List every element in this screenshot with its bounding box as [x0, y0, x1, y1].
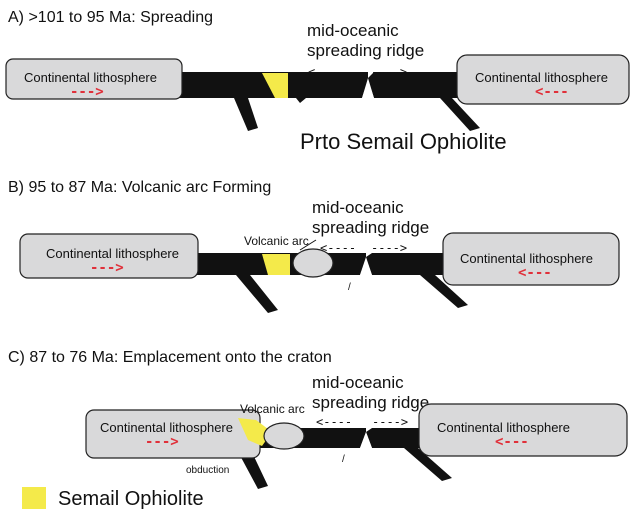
legend-ophiolite-swatch [22, 487, 46, 509]
panel-b-ridge-arrow-left: <---- [320, 241, 356, 255]
panel-c-right-continent [418, 403, 628, 457]
panel-b-ridge-notch [360, 258, 372, 275]
panel-b-right-motion-arrow: <--- [518, 265, 552, 281]
panel-b: B) 95 to 87 Ma: Volcanic arc Forming mid… [8, 179, 620, 313]
panel-a-right-oceanic-plate [368, 72, 480, 131]
panel-a-proto-ophiolite-label: Prto Semail Ophiolite [300, 129, 507, 154]
panel-c-right-oceanic-plate [366, 428, 452, 481]
panel-a-left-continent [5, 58, 183, 100]
panel-c-right-continent-label: Continental lithosphere [437, 420, 570, 435]
panel-b-left-continent-label: Continental lithosphere [46, 246, 179, 261]
panel-a: A) >101 to 95 Ma: Spreading mid-oceanic … [5, 9, 630, 154]
panel-c-ridge-arrow-right: ----> [372, 415, 408, 429]
panel-a-ridge-notch [362, 80, 374, 98]
panel-a-ridge-arrow-left: <---- [308, 65, 344, 79]
panel-b-volcanic-arc-label: Volcanic arc [244, 234, 309, 248]
panel-c-volcanic-arc-label: Volcanic arc [240, 402, 305, 416]
panel-b-right-continent [442, 232, 620, 286]
panel-b-volcanic-arc [292, 248, 334, 278]
panel-b-ridge-label-line2: spreading ridge [312, 218, 429, 237]
panel-b-left-motion-arrow: ---> [90, 260, 124, 276]
panel-b-arc-leader [299, 239, 317, 251]
panel-b-title: B) 95 to 87 Ma: Volcanic arc Forming [8, 179, 271, 196]
panel-b-right-continent-label: Continental lithosphere [460, 251, 593, 266]
panel-c-volcanic-arc [263, 422, 305, 450]
panel-c-ophiolite [238, 418, 272, 446]
panel-b-ridge-label-line1: mid-oceanic [312, 198, 404, 217]
panel-a-ridge-arrow-right: ----> [371, 65, 407, 79]
panel-b-ridge-arrow-right: ----> [371, 241, 407, 255]
panel-a-left-oceanic-plate [178, 72, 368, 131]
panel-c-ridge-label-line1: mid-oceanic [312, 373, 404, 392]
panel-c-ridge-label-line2: spreading ridge [312, 393, 429, 412]
legend-ophiolite-label: Semail Ophiolite [58, 488, 204, 510]
panel-a-left-motion-arrow: ---> [70, 84, 104, 100]
panel-c: C) 87 to 76 Ma: Emplacement onto the cra… [8, 349, 628, 489]
panel-a-right-continent [456, 54, 630, 105]
panel-c-tick-mark: / [342, 454, 345, 465]
panel-c-ridge-arrow-left: <---- [316, 415, 352, 429]
panel-a-proto-ophiolite [262, 73, 288, 98]
panel-a-ridge-label-line2: spreading ridge [307, 41, 424, 60]
panel-c-right-motion-arrow: <--- [495, 434, 529, 450]
panel-a-right-continent-label: Continental lithosphere [475, 70, 608, 85]
panel-c-left-motion-arrow: ---> [145, 434, 179, 450]
panel-b-left-continent [19, 233, 199, 279]
legend: Semail Ophiolite [22, 487, 204, 510]
panel-c-obduction-label: obduction [186, 465, 229, 476]
panel-b-tick-mark: / [348, 282, 351, 293]
panel-a-ridge-label-line1: mid-oceanic [307, 21, 399, 40]
panel-a-left-continent-label: Continental lithosphere [24, 70, 157, 85]
panel-c-ridge-notch [360, 432, 372, 448]
panel-c-title: C) 87 to 76 Ma: Emplacement onto the cra… [8, 349, 332, 366]
panel-a-right-motion-arrow: <--- [535, 84, 569, 100]
panel-a-title: A) >101 to 95 Ma: Spreading [8, 9, 213, 26]
panel-c-left-continent-label: Continental lithosphere [100, 420, 233, 435]
panel-b-ophiolite [262, 254, 290, 275]
